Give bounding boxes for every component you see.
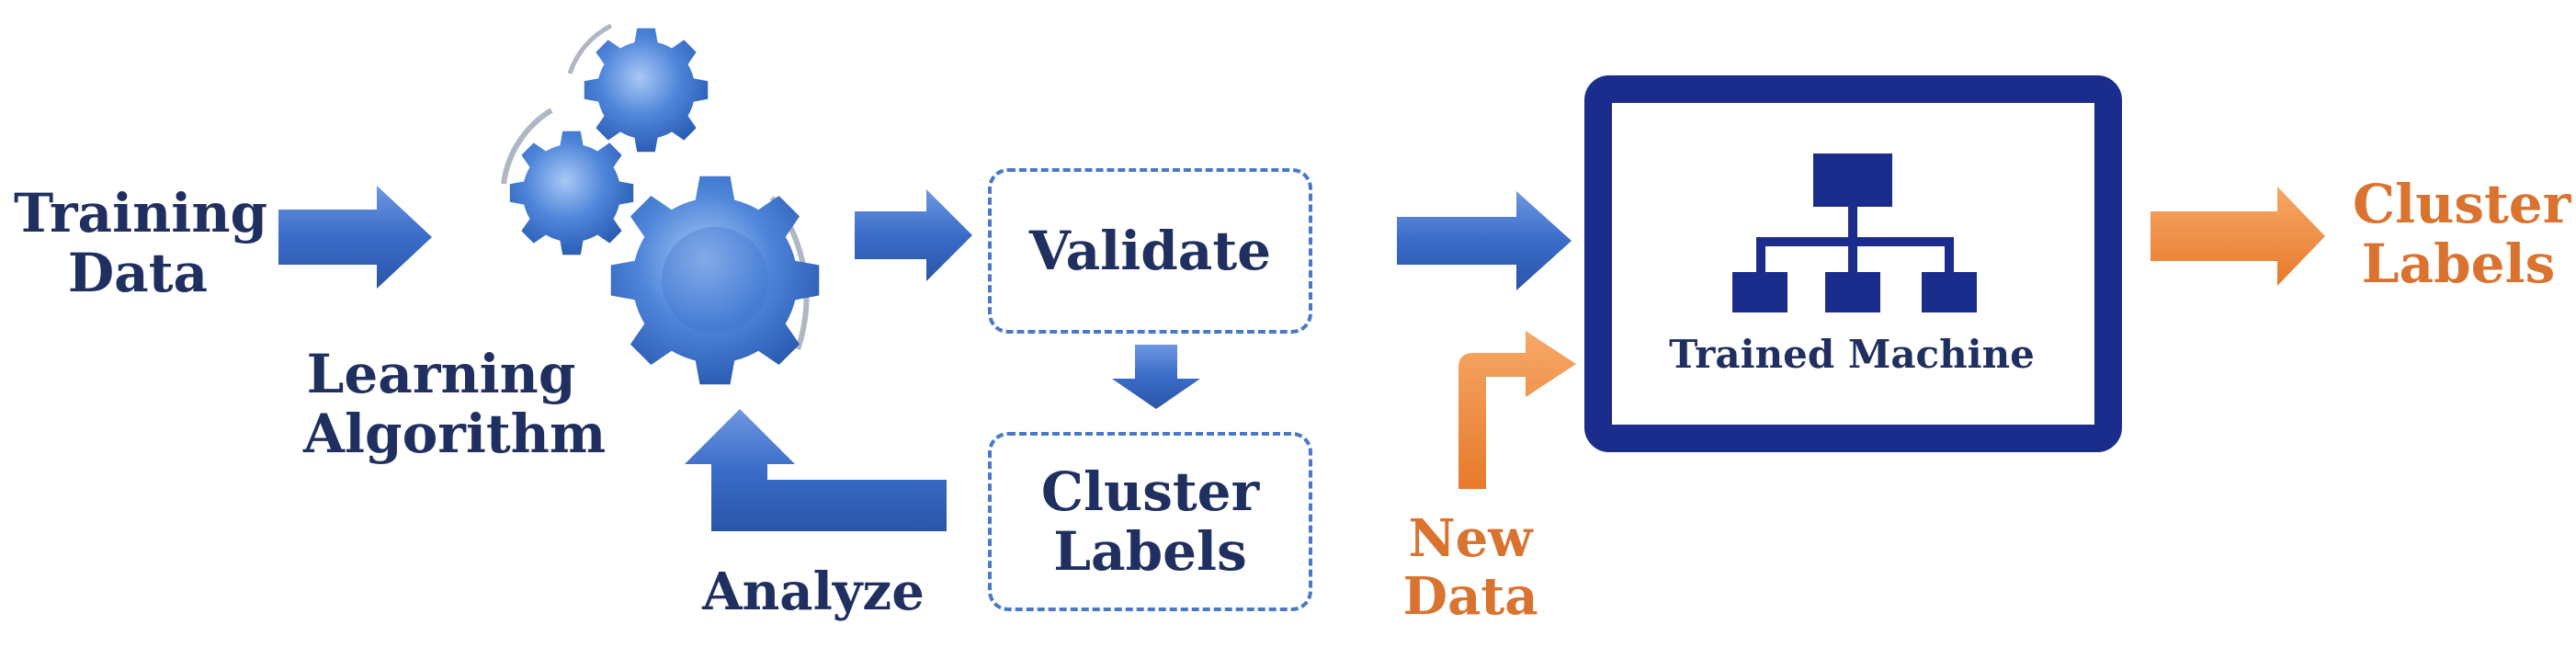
arrow-validate-to-machine <box>1397 191 1572 290</box>
training-data-line1: Training <box>14 182 268 244</box>
trained-machine-box <box>1584 75 2122 452</box>
output-cluster-labels: Cluster Labels <box>2353 173 2571 295</box>
new-data-line2: Data <box>1402 565 1538 627</box>
cluster-labels-line2: Labels <box>1053 519 1247 583</box>
learning-algorithm-line1: Learning <box>306 343 576 405</box>
trained-machine-label: Trained Machine <box>1669 332 2035 377</box>
arrow-analyze-feedback <box>685 409 947 531</box>
training-data-line2: Data <box>67 241 209 304</box>
arrow-training-to-algorithm <box>278 186 432 289</box>
training-data-label: Training Data <box>14 182 268 304</box>
analyze-label: Analyze <box>702 562 925 622</box>
validate-box: Validate <box>988 168 1312 334</box>
gears-icon <box>501 23 820 385</box>
hierarchy-icon <box>1732 153 1977 312</box>
cluster-labels-text: Cluster Labels <box>1040 460 1260 583</box>
cluster-labels-box: Cluster Labels <box>988 432 1312 611</box>
gear-small-rotation-arc <box>501 108 553 185</box>
learning-algorithm-label: Learning Algorithm <box>303 343 607 465</box>
cluster-labels-line1: Cluster <box>1040 460 1260 523</box>
learning-algorithm-line2: Algorithm <box>303 402 607 465</box>
arrow-machine-to-output <box>2150 187 2325 286</box>
output-cluster-line2: Labels <box>2361 232 2556 295</box>
output-cluster-line1: Cluster <box>2353 173 2571 235</box>
arrow-algorithm-to-validate <box>855 189 972 281</box>
gear-top-rotation-arc <box>567 23 613 74</box>
validate-label: Validate <box>1028 219 1272 282</box>
arrow-new-data-to-machine <box>1458 331 1576 489</box>
arrow-validate-to-cluster <box>1112 345 1200 409</box>
new-data-line1: New <box>1408 508 1533 569</box>
new-data-label: New Data <box>1383 510 1558 625</box>
